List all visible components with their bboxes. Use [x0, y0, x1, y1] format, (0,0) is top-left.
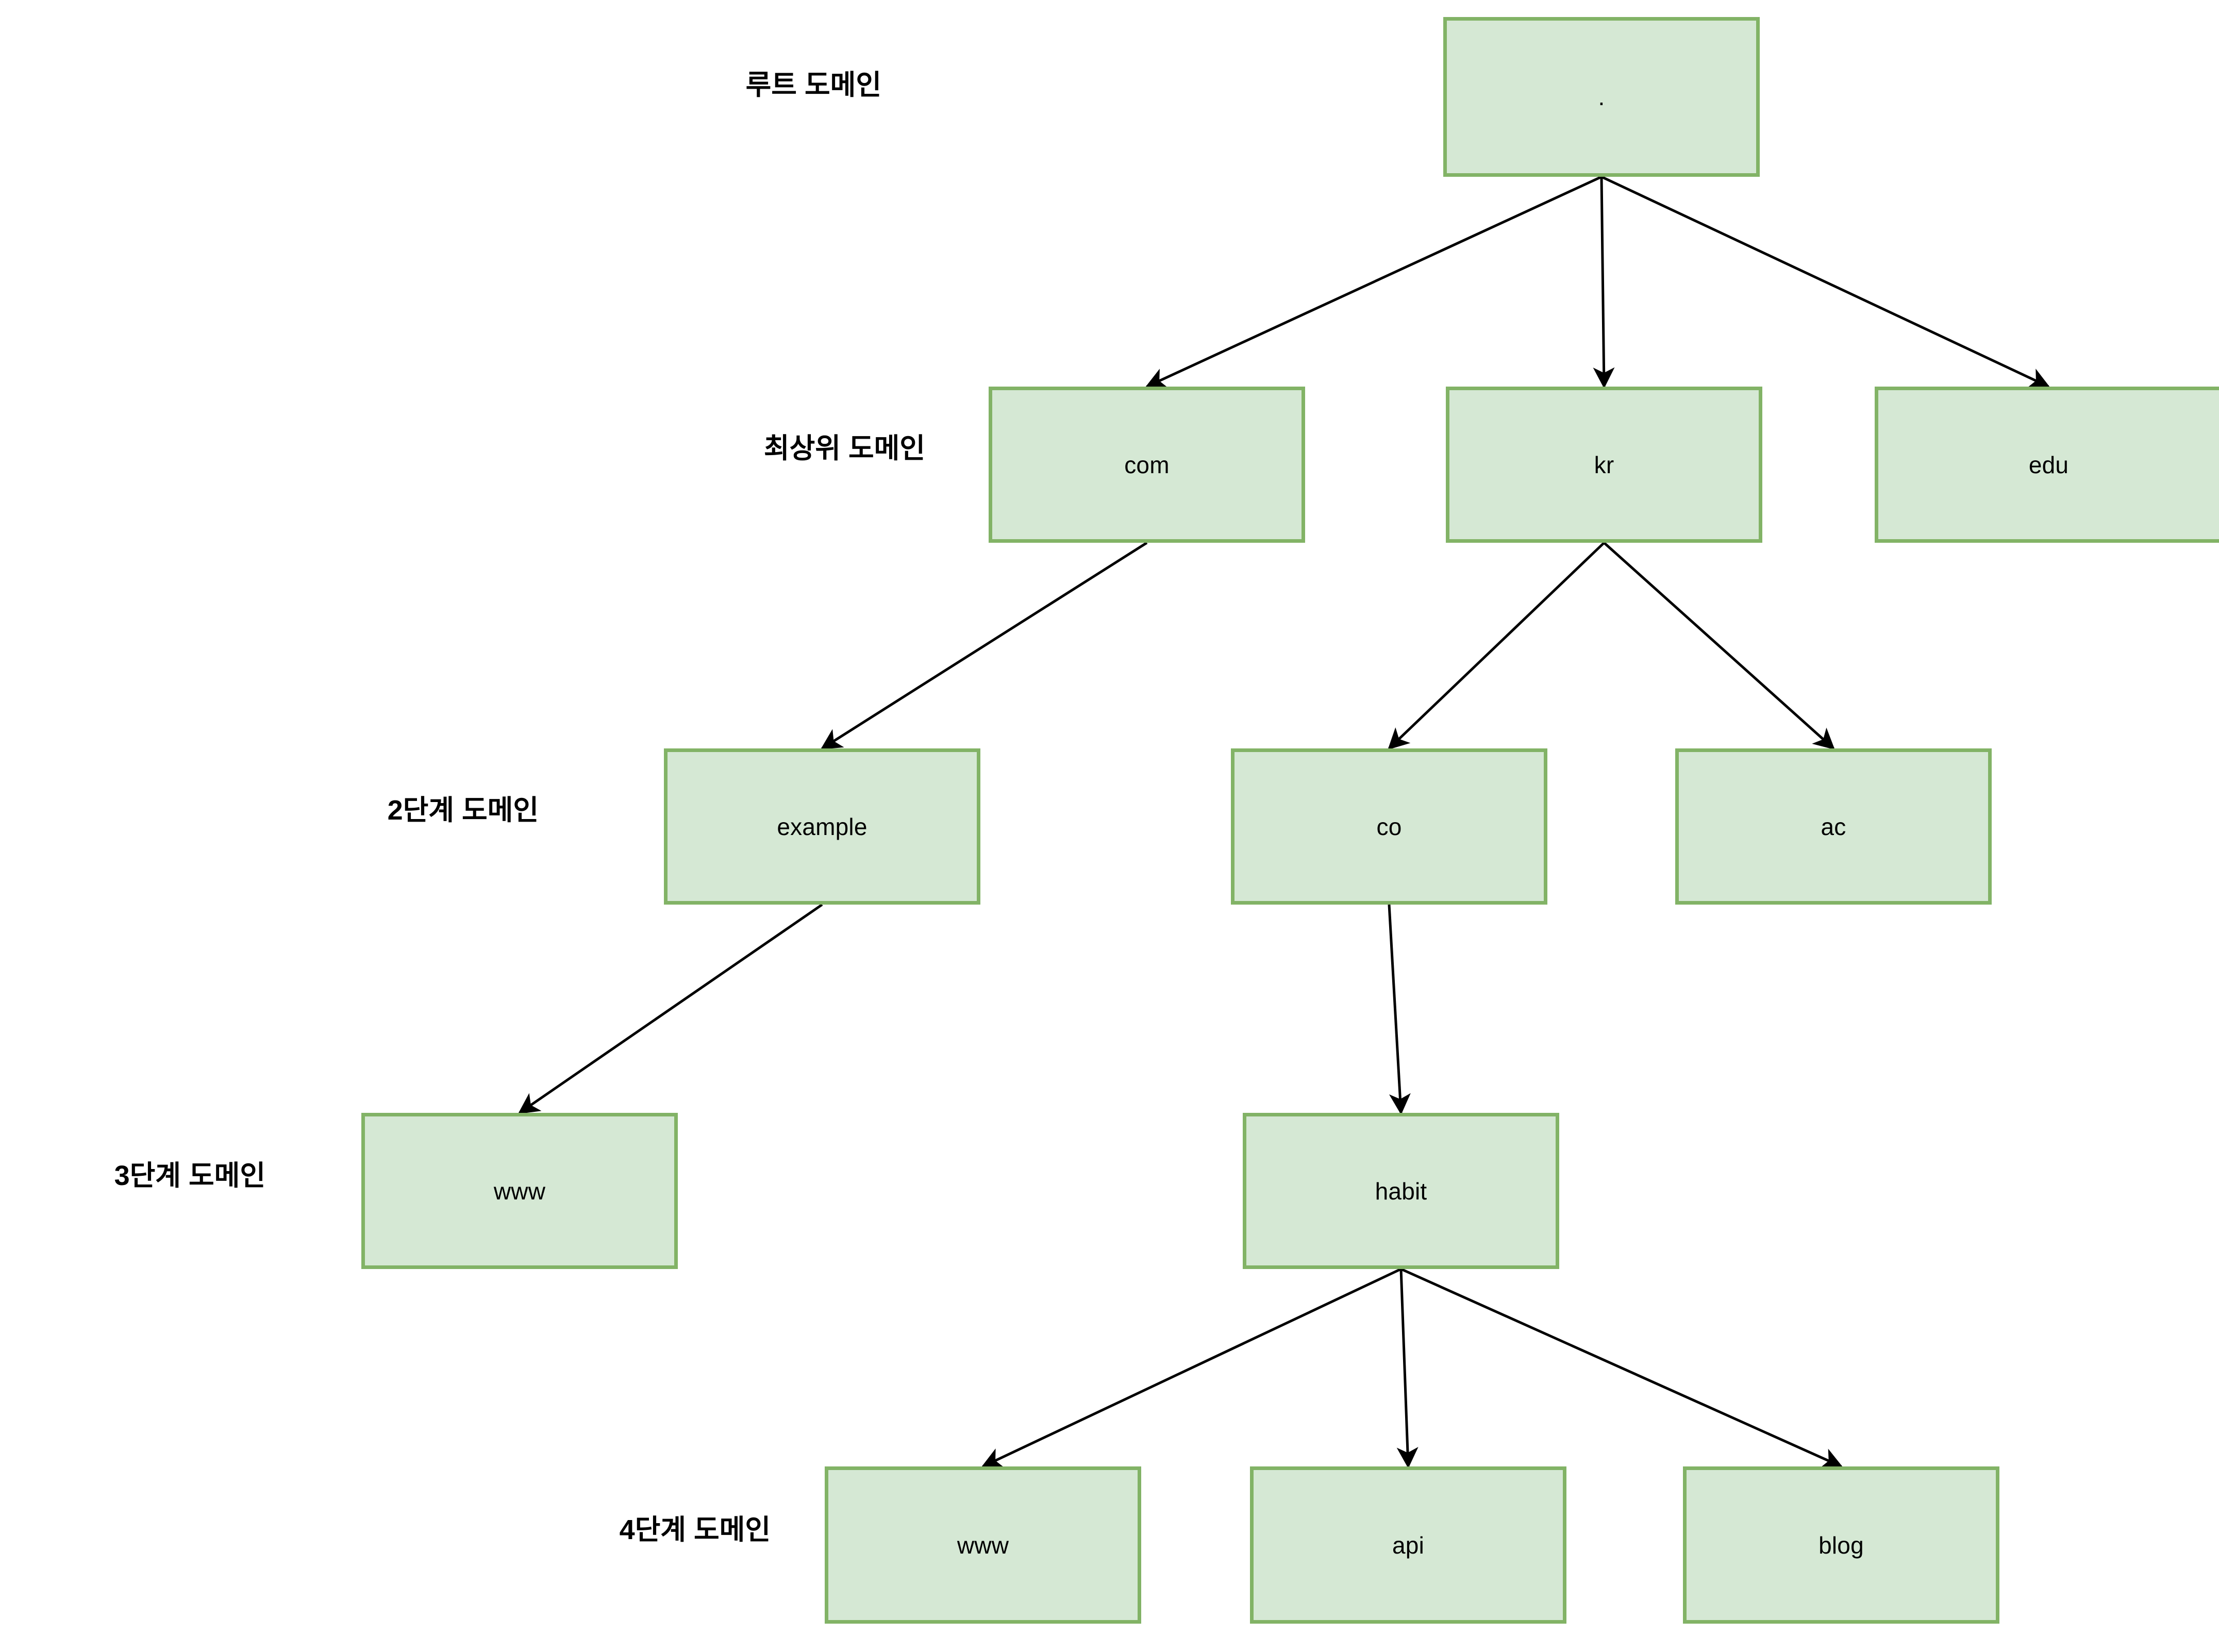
tier-label-third: 3단계 도메인: [114, 1160, 265, 1191]
edge-root-to-com: [1145, 175, 1603, 389]
domain-node-label: co: [1376, 813, 1402, 840]
domain-node-root[interactable]: .: [1443, 17, 1760, 177]
domain-node-label: edu: [2028, 451, 2069, 478]
domain-node-label: api: [1392, 1531, 1424, 1559]
tier-label-second: 2단계 도메인: [387, 795, 539, 826]
domain-node-label: kr: [1594, 451, 1614, 478]
domain-node-api[interactable]: api: [1250, 1466, 1566, 1624]
domain-node-edu[interactable]: edu: [1875, 387, 2219, 543]
edge-habit-to-www-l4: [981, 1267, 1402, 1469]
edge-root-to-kr: [1593, 176, 1615, 389]
tier-label-fourth: 4단계 도메인: [619, 1514, 771, 1545]
edge-kr-to-co: [1388, 542, 1605, 750]
domain-node-label: .: [1598, 84, 1605, 110]
domain-node-kr[interactable]: kr: [1446, 387, 1762, 543]
domain-node-co[interactable]: co: [1231, 748, 1547, 905]
domain-node-example[interactable]: example: [664, 748, 980, 905]
edge-example-to-www-l3: [518, 903, 823, 1114]
domain-node-label: www: [493, 1177, 546, 1205]
domain-node-www-l3[interactable]: www: [361, 1113, 678, 1269]
edge-habit-to-api: [1396, 1269, 1419, 1469]
edge-kr-to-ac: [1603, 542, 1835, 750]
domain-node-www-l4[interactable]: www: [825, 1466, 1141, 1624]
edge-com-to-example: [820, 541, 1148, 750]
domain-node-ac[interactable]: ac: [1675, 748, 1992, 905]
domain-node-label: example: [777, 813, 867, 840]
edge-habit-to-blog: [1400, 1267, 1843, 1469]
domain-node-label: com: [1124, 451, 1170, 478]
edge-root-to-edu: [1600, 175, 2050, 389]
domain-node-blog[interactable]: blog: [1683, 1466, 1999, 1624]
edge-co-to-habit: [1388, 904, 1411, 1115]
domain-node-label: ac: [1821, 813, 1846, 840]
domain-node-com[interactable]: com: [989, 387, 1305, 543]
domain-node-label: blog: [1818, 1531, 1864, 1559]
tier-label-tld: 최상위 도메인: [763, 433, 925, 464]
domain-node-label: habit: [1375, 1177, 1427, 1205]
domain-node-label: www: [957, 1531, 1009, 1559]
domain-node-habit[interactable]: habit: [1243, 1113, 1559, 1269]
tier-label-root: 루트 도메인: [745, 70, 881, 101]
